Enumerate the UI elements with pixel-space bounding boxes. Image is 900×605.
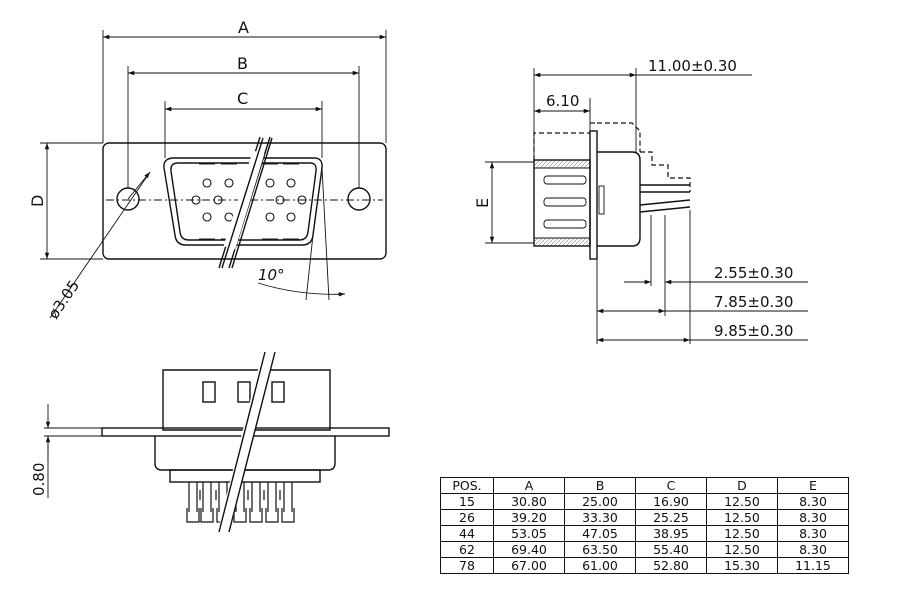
dim-a-label: A <box>238 18 249 37</box>
dim-c-label: C <box>237 89 248 108</box>
dim-depth-total-label: 11.00±0.30 <box>648 57 737 75</box>
table-cell: 69.40 <box>493 541 565 558</box>
dim-d-label: D <box>28 195 47 207</box>
table-cell: 47.05 <box>564 525 636 542</box>
table-cell: 25.25 <box>635 509 707 526</box>
contact-pin <box>265 212 275 222</box>
d-shell-inner <box>170 162 317 241</box>
bottom-view: 0.80 <box>30 351 390 533</box>
table-cell: 52.80 <box>635 557 707 574</box>
table-cell: 26 <box>440 509 494 526</box>
contact-pin <box>213 195 223 205</box>
col-header-d: D <box>706 477 778 494</box>
table-cell: 38.95 <box>635 525 707 542</box>
table-cell: 53.05 <box>493 525 565 542</box>
table-cell: 12.50 <box>706 525 778 542</box>
window <box>202 381 216 403</box>
contact-pin <box>191 195 201 205</box>
dim-e-label: E <box>473 198 492 208</box>
hole-diameter-label: ø3.05 <box>44 277 83 322</box>
side-flange <box>589 130 598 260</box>
table-cell: 33.30 <box>564 509 636 526</box>
window <box>271 381 285 403</box>
contact-pin <box>286 212 296 222</box>
table-cell: 12.50 <box>706 541 778 558</box>
col-header-e: E <box>777 477 849 494</box>
table-cell: 8.30 <box>777 493 849 510</box>
table-cell: 63.50 <box>564 541 636 558</box>
table-row: 44 53.05 47.05 38.95 12.50 8.30 <box>440 525 849 542</box>
table-cell: 30.80 <box>493 493 565 510</box>
table-cell: 16.90 <box>635 493 707 510</box>
contact-pins <box>191 178 307 222</box>
table-row: 15 30.80 25.00 16.90 12.50 8.30 <box>440 493 849 510</box>
table-cell: 61.00 <box>564 557 636 574</box>
flange-outline <box>102 142 387 260</box>
table-cell: 39.20 <box>493 509 565 526</box>
angle-label: 10° <box>258 266 285 284</box>
contact-pin <box>265 178 275 188</box>
contact-pin <box>286 178 296 188</box>
dim-pin-b-label: 7.85±0.30 <box>714 293 793 311</box>
contact-pin <box>202 212 212 222</box>
dimension-table: POS. A B C D E 15 30.80 25.00 16.90 12.5… <box>440 477 849 574</box>
table-cell: 8.30 <box>777 541 849 558</box>
side-view: 11.00±0.30 6.10 E 2.55±0.30 7.85±0.30 9.… <box>473 57 808 344</box>
table-header-row: POS. A B C D E <box>440 477 849 494</box>
table-cell: 15 <box>440 493 494 510</box>
dim-b-label: B <box>237 54 248 73</box>
bottom-shell <box>162 369 331 431</box>
table-cell: 15.30 <box>706 557 778 574</box>
side-rear-body <box>597 151 641 247</box>
table-cell: 44 <box>440 525 494 542</box>
dim-shell-depth-label: 6.10 <box>546 92 579 110</box>
col-header-c: C <box>635 477 707 494</box>
table-cell: 8.30 <box>777 525 849 542</box>
contact-pin <box>202 178 212 188</box>
side-shell <box>533 159 591 247</box>
col-header-pos: POS. <box>440 477 494 494</box>
front-view: A B C D ø3.05 10° <box>28 18 387 322</box>
table-cell: 62 <box>440 541 494 558</box>
dim-pin-c-label: 9.85±0.30 <box>714 322 793 340</box>
d-shell-outer <box>163 157 323 246</box>
table-cell: 11.15 <box>777 557 849 574</box>
table-cell: 78 <box>440 557 494 574</box>
bottom-pins <box>186 482 295 523</box>
col-header-b: B <box>564 477 636 494</box>
contact-pin <box>297 195 307 205</box>
table-cell: 67.00 <box>493 557 565 574</box>
table-cell: 12.50 <box>706 509 778 526</box>
table-row: 26 39.20 33.30 25.25 12.50 8.30 <box>440 509 849 526</box>
mounting-hole-left <box>116 187 140 211</box>
table-cell: 25.00 <box>564 493 636 510</box>
thickness-label: 0.80 <box>30 463 48 496</box>
table-cell: 12.50 <box>706 493 778 510</box>
mounting-hole-right <box>347 187 371 211</box>
table-row: 78 67.00 61.00 52.80 15.30 11.15 <box>440 557 849 574</box>
col-header-a: A <box>493 477 565 494</box>
table-cell: 8.30 <box>777 509 849 526</box>
window <box>237 381 251 403</box>
table-row: 62 69.40 63.50 55.40 12.50 8.30 <box>440 541 849 558</box>
contact-pin <box>224 178 234 188</box>
table-cell: 55.40 <box>635 541 707 558</box>
dim-pin-a-label: 2.55±0.30 <box>714 264 793 282</box>
contact-pin <box>275 195 285 205</box>
